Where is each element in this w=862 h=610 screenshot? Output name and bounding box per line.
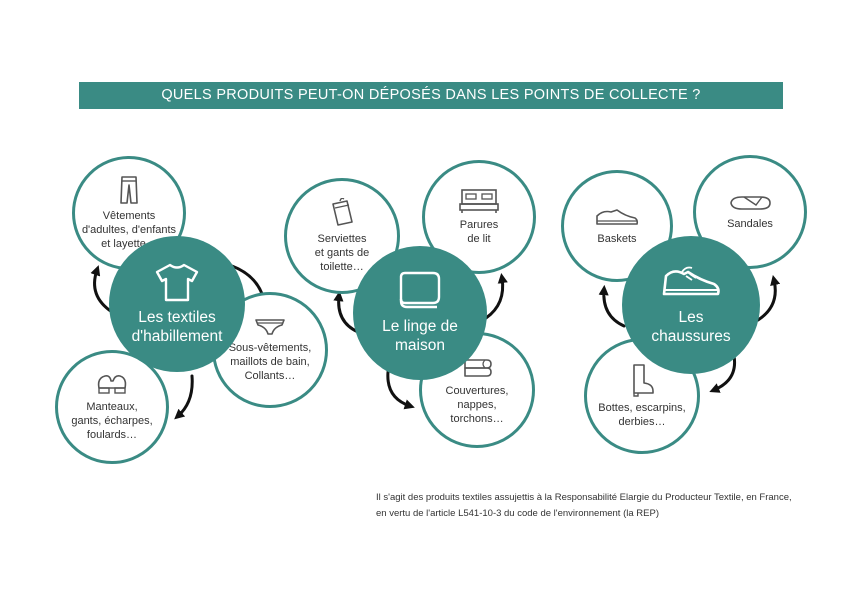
item-label: Manteaux, gants, écharpes, foulards… (71, 401, 153, 441)
item-label: Couvertures, nappes, torchons… (445, 385, 509, 425)
boot-icon (633, 364, 654, 397)
arrow-chaussures-1 (598, 284, 626, 328)
hub-label: Le linge de maison (382, 318, 458, 354)
item-label: Bottes, escarpins, derbies… (598, 402, 686, 428)
hub-textiles: Les textiles d'habillement (109, 236, 245, 372)
washcloth-icon (332, 198, 353, 226)
footnote-line-2: en vertu de l'article L541-10-3 du code … (376, 508, 659, 519)
sandal-icon (730, 196, 771, 210)
item-label: Sandales (727, 218, 773, 230)
item-manteaux: Manteaux, gants, écharpes, foulards… (55, 350, 169, 464)
item-label: Baskets (597, 233, 637, 245)
arrow-textiles-1 (90, 265, 114, 314)
item-label: Vêtements d'adultes, d'enfants et layett… (81, 210, 177, 250)
footnote-line-1: Il s'agit des produits textiles assujett… (376, 492, 792, 503)
underwear-icon (255, 319, 285, 335)
folded-linen-icon (399, 271, 441, 309)
sneaker-icon (662, 266, 720, 296)
bed-icon (459, 189, 499, 213)
item-bottes: Bottes, escarpins, derbies… (584, 338, 700, 454)
item-label: Serviettes et gants de toilette… (314, 233, 370, 273)
arrow-textiles-3 (174, 374, 194, 420)
basket-shoe-icon (596, 209, 639, 225)
item-label: Parures de lit (459, 219, 499, 245)
pants-icon (120, 176, 138, 204)
arrow-linge-3 (386, 370, 415, 410)
hub-chaussures: Les chaussures (622, 236, 760, 374)
arrow-chaussures-2 (756, 275, 781, 322)
footnote: Il s'agit des produits textiles assujett… (376, 490, 816, 522)
tshirt-icon (155, 263, 199, 302)
blanket-icon (464, 359, 492, 377)
hub-linge: Le linge de maison (353, 246, 487, 380)
title-banner: QUELS PRODUITS PEUT-ON DÉPOSÉS DANS LES … (79, 82, 783, 109)
arrow-chaussures-3 (709, 354, 737, 393)
mitten-icon (97, 375, 127, 394)
hub-label: Les textiles d'habillement (131, 309, 223, 345)
item-label: Sous-vêtements, maillots de bain, Collan… (228, 342, 312, 382)
arrow-linge-2 (484, 272, 508, 320)
hub-label: Les chaussures (651, 309, 731, 345)
